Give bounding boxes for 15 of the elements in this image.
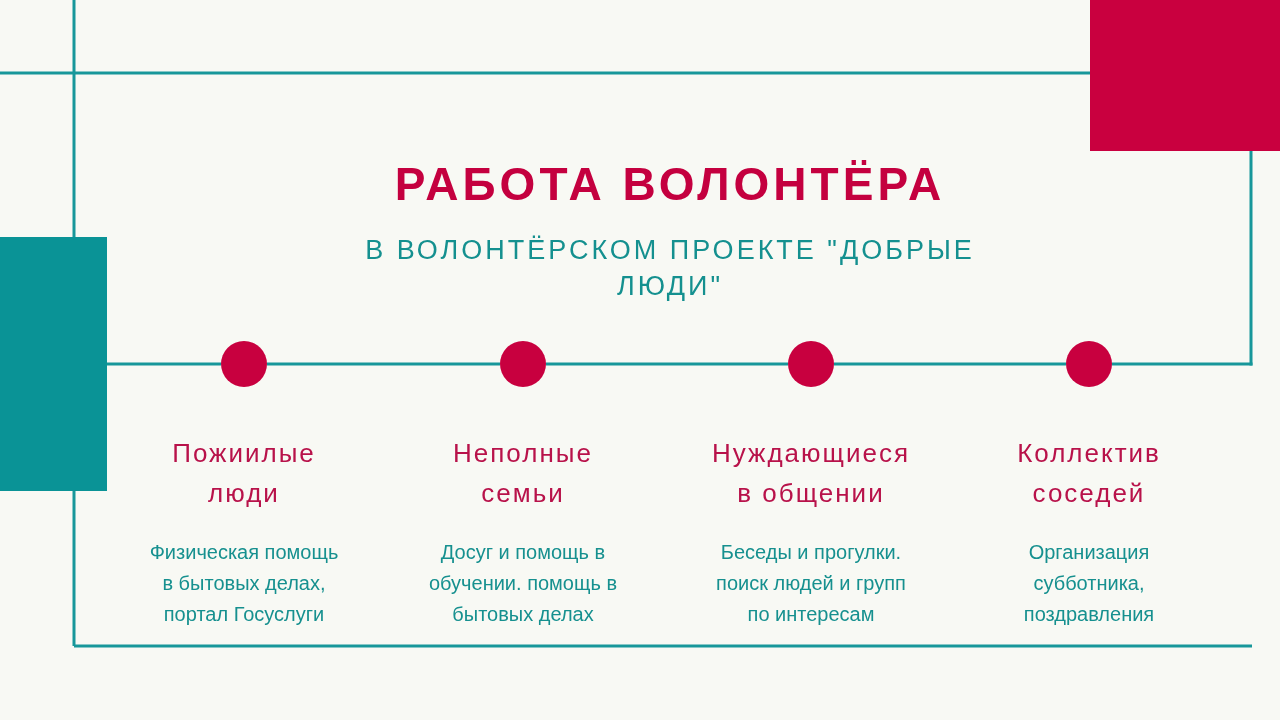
description-text: Досуг и помощь в обучении. помощь в бытовых делах (427, 540, 619, 627)
connector-line (107, 362, 221, 366)
connector-line (267, 362, 500, 366)
category-heading: Пожиилые люди (171, 437, 317, 510)
accent-block (0, 237, 107, 491)
description-text: Организация субботника, поздравления (1022, 540, 1156, 627)
subtitle: В ВОЛОНТЁРСКОМ ПРОЕКТЕ "ДОБРЫЕ ЛЮДИ" (364, 234, 976, 303)
description-text: Беседы и прогулки. поиск людей и групп по интересам (715, 540, 907, 627)
connector-line (546, 362, 788, 366)
connector-line (834, 362, 1066, 366)
title: РАБОТА ВОЛОНТЁРА (393, 157, 947, 212)
category-heading: Нуждающиеся в общении (710, 437, 911, 510)
category-heading: Неполные семьи (452, 437, 594, 510)
category-heading: Коллектив соседей (1016, 437, 1162, 510)
description-text: Физическая помощь в бытовых делах, портал Госуслуги (148, 540, 340, 627)
